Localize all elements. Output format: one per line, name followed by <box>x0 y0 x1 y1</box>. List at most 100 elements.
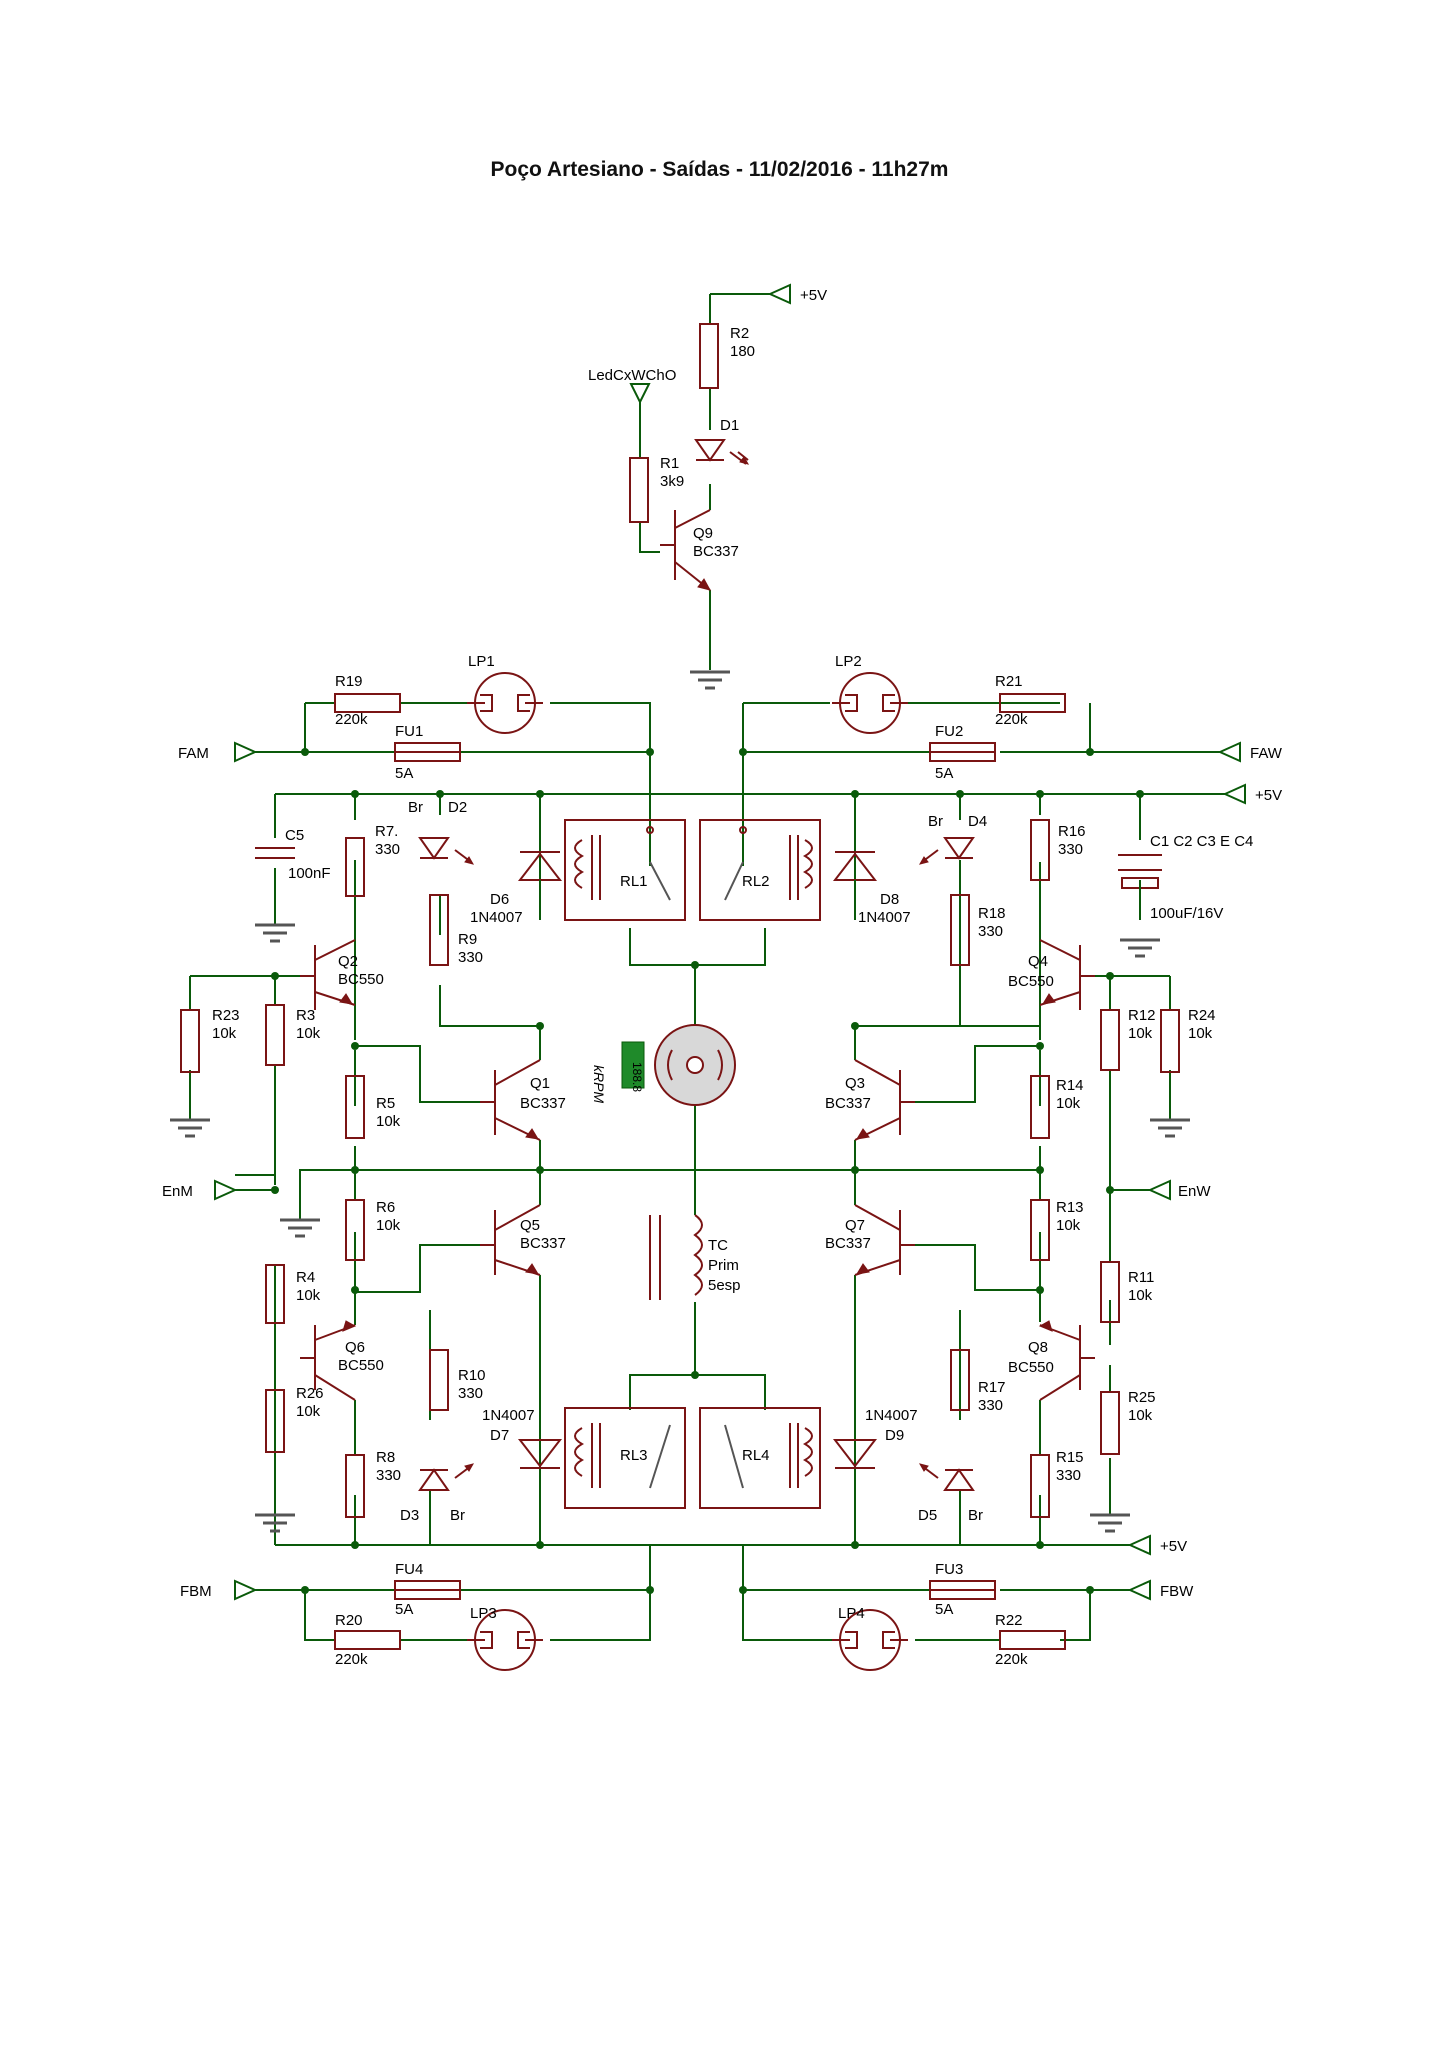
net-label-v5-top: +5V <box>800 287 827 304</box>
label-c1-value: 100uF/16V <box>1150 905 1223 922</box>
label-r19-name: R19 <box>335 673 363 690</box>
net-label-fbw: FBW <box>1160 1583 1194 1600</box>
net-label-v5-bottom: +5V <box>1160 1538 1187 1555</box>
label-r16-name: R16 <box>1058 823 1086 840</box>
label-r11-value: 10k <box>1128 1287 1153 1304</box>
label-d5-value: Br <box>968 1507 983 1524</box>
net-label-v5-rail: +5V <box>1255 787 1282 804</box>
label-d2-name: D2 <box>448 799 467 816</box>
label-r24-name: R24 <box>1188 1007 1216 1024</box>
label-q6-name: Q6 <box>345 1339 365 1356</box>
label-d9-name: D9 <box>885 1427 904 1444</box>
label-d6-name: D6 <box>490 891 509 908</box>
label-r4-value: 10k <box>296 1287 321 1304</box>
lamps <box>467 672 908 1671</box>
label-fu1-value: 5A <box>395 765 413 782</box>
label-r20-name: R20 <box>335 1612 363 1629</box>
label-r18-value: 330 <box>978 923 1003 940</box>
label-r1-value: 3k9 <box>660 473 684 490</box>
label-q2-name: Q2 <box>338 953 358 970</box>
current-transformer <box>649 1214 703 1300</box>
label-lp1-name: LP1 <box>468 653 495 670</box>
label-r10-name: R10 <box>458 1367 486 1384</box>
label-q9-name: Q9 <box>693 525 713 542</box>
label-r19-value: 220k <box>335 711 368 728</box>
label-fu2-name: FU2 <box>935 723 963 740</box>
label-d3-name: D3 <box>400 1507 419 1524</box>
label-q8-value: BC550 <box>1008 1359 1054 1376</box>
label-r7-value: 330 <box>375 841 400 858</box>
label-r9-name: R9 <box>458 931 477 948</box>
label-q7-name: Q7 <box>845 1217 865 1234</box>
label-r22-name: R22 <box>995 1612 1023 1629</box>
net-label-led: LedCxWChO <box>588 367 676 384</box>
label-r13-name: R13 <box>1056 1199 1084 1216</box>
label-r8-name: R8 <box>376 1449 395 1466</box>
label-r24-value: 10k <box>1188 1025 1213 1042</box>
label-r22-value: 220k <box>995 1651 1028 1668</box>
label-d8-name: D8 <box>880 891 899 908</box>
label-r6-name: R6 <box>376 1199 395 1216</box>
label-r10-value: 330 <box>458 1385 483 1402</box>
junction-dots <box>271 748 1144 1594</box>
label-q1-name: Q1 <box>530 1075 550 1092</box>
label-d7-name: D7 <box>490 1427 509 1444</box>
label-r4-name: R4 <box>296 1269 315 1286</box>
label-d1-name: D1 <box>720 417 739 434</box>
label-r3-name: R3 <box>296 1007 315 1024</box>
label-r13-value: 10k <box>1056 1217 1081 1234</box>
label-r15-name: R15 <box>1056 1449 1084 1466</box>
label-d6-value: 1N4007 <box>470 909 523 926</box>
label-r17-name: R17 <box>978 1379 1006 1396</box>
label-q8-name: Q8 <box>1028 1339 1048 1356</box>
label-r18-name: R18 <box>978 905 1006 922</box>
label-r9-value: 330 <box>458 949 483 966</box>
label-d5-name: D5 <box>918 1507 937 1524</box>
label-r23-value: 10k <box>212 1025 237 1042</box>
motor-unit: kRPM <box>591 1065 607 1103</box>
label-r14-name: R14 <box>1056 1077 1084 1094</box>
label-q5-name: Q5 <box>520 1217 540 1234</box>
label-d4-value: Br <box>928 813 943 830</box>
label-q3-value: BC337 <box>825 1095 871 1112</box>
label-c5-value: 100nF <box>288 865 331 882</box>
label-r2-value: 180 <box>730 343 755 360</box>
label-fu1-name: FU1 <box>395 723 423 740</box>
capacitors <box>255 847 1162 898</box>
label-r5-name: R5 <box>376 1095 395 1112</box>
label-r21-name: R21 <box>995 673 1023 690</box>
label-r23-name: R23 <box>212 1007 240 1024</box>
label-r16-value: 330 <box>1058 841 1083 858</box>
label-r17-value: 330 <box>978 1397 1003 1414</box>
label-c1-name: C1 C2 C3 E C4 <box>1150 833 1253 850</box>
ground-symbols <box>170 670 1190 1533</box>
label-lp2-name: LP2 <box>835 653 862 670</box>
label-rl2-name: RL2 <box>742 873 770 890</box>
label-d4-name: D4 <box>968 813 987 830</box>
label-r12-name: R12 <box>1128 1007 1156 1024</box>
motor-reading: 188.8 <box>630 1062 644 1092</box>
net-ports: +5V +5V +5V LedCxWChO FAM FAW EnM EnW FB… <box>162 283 1283 1601</box>
label-r5-value: 10k <box>376 1113 401 1130</box>
diodes <box>418 439 975 1491</box>
label-r7-name: R7. <box>375 823 398 840</box>
label-q9-value: BC337 <box>693 543 739 560</box>
label-r1-name: R1 <box>660 455 679 472</box>
label-rl3-name: RL3 <box>620 1447 648 1464</box>
label-r25-name: R25 <box>1128 1389 1156 1406</box>
label-r12-value: 10k <box>1128 1025 1153 1042</box>
label-fu2-value: 5A <box>935 765 953 782</box>
label-tc-line3: 5esp <box>708 1277 741 1294</box>
net-label-faw: FAW <box>1250 745 1283 762</box>
label-tc-line2: Prim <box>708 1257 739 1274</box>
page-title: Poço Artesiano - Saídas - 11/02/2016 - 1… <box>490 158 949 181</box>
label-fu4-name: FU4 <box>395 1561 423 1578</box>
label-fu4-value: 5A <box>395 1601 413 1618</box>
label-rl1-name: RL1 <box>620 873 648 890</box>
label-r26-value: 10k <box>296 1403 321 1420</box>
transistors <box>300 509 1095 1401</box>
wires <box>189 293 1225 1641</box>
label-d3-value: Br <box>450 1507 465 1524</box>
net-label-enm: EnM <box>162 1183 193 1200</box>
